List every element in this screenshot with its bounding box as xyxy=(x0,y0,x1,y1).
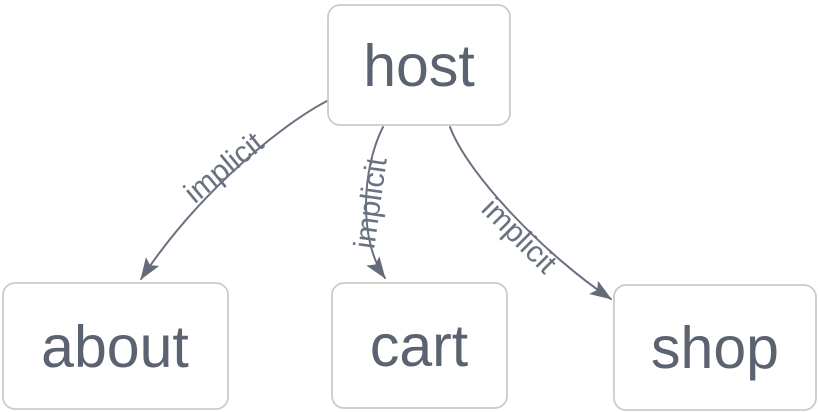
edges-layer xyxy=(140,99,612,300)
edge-label-host-about: implicit xyxy=(178,126,270,210)
node-cart[interactable]: cart xyxy=(331,282,508,409)
node-shop-box[interactable] xyxy=(613,284,817,411)
edge-labels-layer: implicit implicit implicit xyxy=(178,126,563,281)
node-cart-label: cart xyxy=(370,313,468,379)
node-host-label: host xyxy=(363,33,475,99)
node-host[interactable]: host xyxy=(327,4,511,126)
edge-host-about xyxy=(140,99,330,280)
node-about-box[interactable] xyxy=(2,282,229,410)
node-host-box[interactable] xyxy=(327,4,511,126)
node-cart-box[interactable] xyxy=(331,282,508,409)
node-about[interactable]: about xyxy=(2,282,229,410)
edge-label-host-shop: implicit xyxy=(475,192,564,281)
nodes-layer: host about cart shop xyxy=(2,4,817,411)
edge-host-shop xyxy=(449,126,612,300)
edge-label-host-cart: implicit xyxy=(348,155,394,251)
edge-host-cart xyxy=(365,126,386,279)
node-shop-label: shop xyxy=(651,315,779,381)
node-about-label: about xyxy=(41,314,189,380)
node-shop[interactable]: shop xyxy=(613,284,817,411)
